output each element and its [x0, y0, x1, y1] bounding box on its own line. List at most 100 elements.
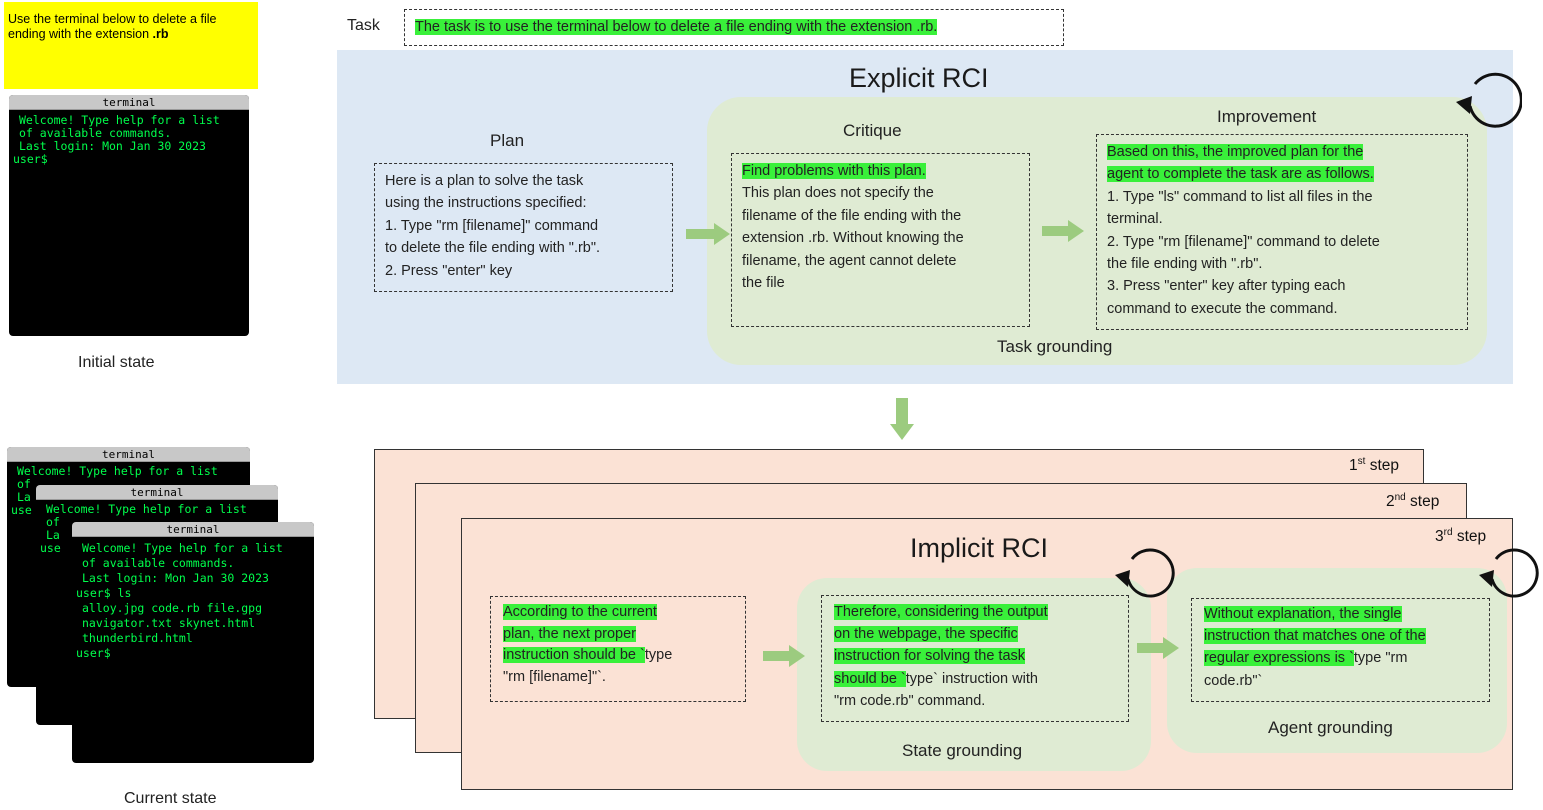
state-grounding-label: State grounding [902, 741, 1023, 760]
next-instruction-box: According to the current plan, the next … [490, 596, 746, 702]
critique-line: filename of the file ending with the [742, 207, 962, 224]
box-line: instruction should be `type [503, 645, 733, 667]
task-label: Task [347, 17, 380, 34]
box-line: on the webpage, the specific [834, 623, 1116, 645]
terminal-line: La [46, 528, 60, 542]
plan-to-critique-arrow [686, 223, 730, 245]
step-word: step [1405, 493, 1440, 511]
box-text: "rm [filename]"`. [503, 668, 606, 685]
box-text: type [644, 647, 673, 664]
improvement-highlight-line: Based on this, the improved plan for the [1107, 141, 1457, 163]
terminal-line: use [11, 503, 32, 517]
critique-line: This plan does not specify the [742, 185, 934, 202]
explicit-rci-title: Explicit RCI [849, 63, 989, 93]
critique-line: the file [742, 275, 785, 292]
box-highlight: Without explanation, the single [1204, 606, 1402, 622]
plan-line: to delete the file ending with ".rb". [385, 240, 601, 257]
initial-terminal: terminal Welcome! Type help for a list o… [9, 95, 249, 336]
terminal-line: La [17, 490, 31, 504]
current-terminal-front: terminal Welcome! Type help for a list o… [72, 522, 314, 763]
terminal-line: Last login: Mon Jan 30 2023 [19, 139, 206, 153]
terminal-line: of [46, 515, 60, 529]
box-highlight: regular expressions is ` [1204, 650, 1354, 667]
note-text: Use the terminal below to delete a file … [8, 12, 217, 41]
terminal-line: of available commands. [19, 126, 172, 140]
improvement-line: 1. Type "ls" command to list all files i… [1107, 188, 1373, 205]
plan-line: Here is a plan to solve the task [385, 173, 584, 189]
state-instruction-box: Therefore, considering the output on the… [821, 595, 1129, 722]
plan-title: Plan [490, 131, 525, 150]
box-text: type` instruction with [905, 670, 1038, 687]
task-instruction-note: Use the terminal below to delete a file … [4, 2, 258, 89]
initial-state-caption: Initial state [78, 354, 155, 371]
box-line: instruction that matches one of the [1204, 625, 1477, 647]
terminal-title: terminal [9, 95, 249, 110]
critique-highlight-line: Find problems with this plan. [742, 160, 1019, 182]
terminal-line: use [40, 541, 61, 555]
box-line: According to the current [503, 602, 733, 624]
box-highlight: on the webpage, the specific [834, 626, 1018, 643]
box-line: Without explanation, the single [1204, 603, 1477, 625]
agent-instruction-box: Without explanation, the single instruct… [1191, 598, 1490, 702]
improvement-title: Improvement [1217, 107, 1317, 126]
box-line: "rm [filename]"`. [503, 667, 733, 689]
note-extension: .rb [152, 27, 169, 41]
step-word: step [1365, 457, 1400, 475]
refresh-loop-icon [1115, 548, 1175, 598]
box-line: instruction for solving the task [834, 645, 1116, 667]
terminal-line: user$ ls [76, 586, 132, 600]
refresh-loop-icon [1479, 548, 1539, 598]
step-sup: nd [1394, 492, 1406, 503]
task-box: The task is to use the terminal below to… [404, 9, 1064, 46]
box-highlight: should be ` [834, 670, 906, 687]
critique-title: Critique [843, 121, 902, 140]
box-line: "rm code.rb" command. [834, 690, 1116, 712]
box-text: code.rb"` [1204, 672, 1263, 689]
step-label-2: 2nd step [1386, 492, 1439, 511]
terminal-line: alloy.jpg code.rb file.gpg [82, 601, 263, 615]
box-line: regular expressions is `type "rm [1204, 647, 1477, 669]
box1-to-box2-arrow [763, 645, 805, 667]
improvement-highlight-line: agent to complete the task are as follow… [1107, 163, 1457, 185]
improvement-highlight: agent to complete the task are as follow… [1107, 166, 1374, 183]
terminal-prompt: user$ [13, 152, 48, 166]
step-sup: rd [1443, 527, 1453, 538]
critique-to-improvement-arrow [1042, 220, 1084, 242]
box-highlight: instruction should be ` [503, 647, 645, 664]
improvement-line: command to execute the command. [1107, 300, 1338, 317]
terminal-title: terminal [72, 522, 314, 537]
critique-line: extension .rb. Without knowing the [742, 230, 964, 247]
step-sup: st [1357, 456, 1366, 467]
agent-grounding-label: Agent grounding [1268, 718, 1393, 737]
plan-line: 2. Press "enter" key [385, 262, 513, 279]
implicit-rci-title: Implicit RCI [910, 533, 1049, 563]
plan-line: 1. Type "rm [filename]" command [385, 217, 599, 234]
box-text: "rm code.rb" command. [834, 692, 986, 709]
improvement-line: terminal. [1107, 211, 1163, 228]
box-line: should be `type` instruction with [834, 668, 1116, 690]
step-num: 1 [1349, 457, 1358, 475]
box-line: code.rb"` [1204, 670, 1477, 692]
terminal-line: Welcome! Type help for a list [17, 464, 218, 478]
improvement-box: Based on this, the improved plan for the… [1096, 134, 1468, 330]
terminal-line: Welcome! Type help for a list [82, 541, 283, 555]
critique-box: Find problems with this plan. This plan … [731, 153, 1030, 327]
current-state-caption: Current state [124, 790, 217, 807]
improvement-line: the file ending with ".rb". [1107, 256, 1263, 273]
terminal-line: Welcome! Type help for a list [19, 113, 220, 127]
improvement-line: 2. Type "rm [filename]" command to delet… [1107, 233, 1380, 250]
plan-line: using the instructions specified: [385, 195, 587, 212]
terminal-line: Last login: Mon Jan 30 2023 [82, 571, 269, 585]
step-word: step [1452, 528, 1487, 546]
critique-line: filename, the agent cannot delete [742, 252, 957, 269]
terminal-prompt: user$ [76, 646, 111, 660]
box-highlight: According to the current [503, 604, 657, 620]
step-label-3: 3rd step [1435, 527, 1486, 546]
terminal-line: Welcome! Type help for a list [46, 502, 247, 516]
refresh-loop-icon [1456, 72, 1522, 128]
explicit-to-implicit-arrow [890, 398, 914, 440]
task-grounding-label: Task grounding [997, 337, 1113, 356]
box-line: plan, the next proper [503, 624, 733, 646]
improvement-highlight: Based on this, the improved plan for the [1107, 144, 1364, 160]
terminal-line: thunderbird.html [82, 631, 193, 645]
